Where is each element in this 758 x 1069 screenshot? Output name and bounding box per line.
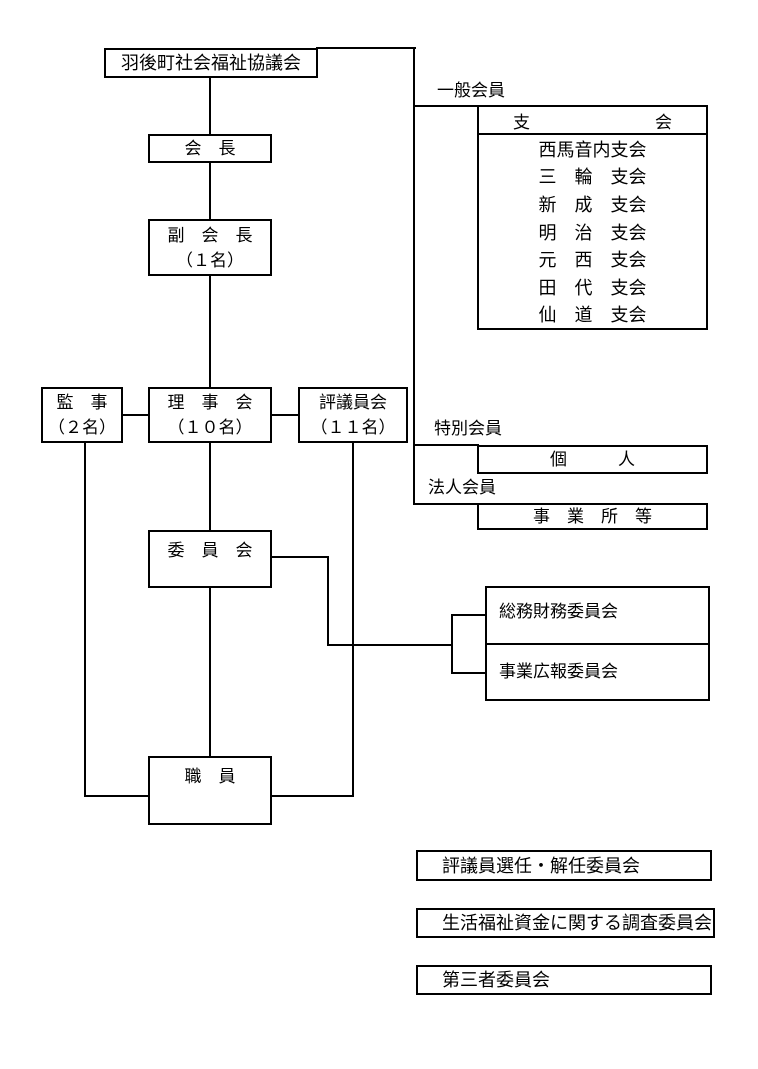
branch-rows: 西馬音内支会 三 輪 支会 新 成 支会 明 治 支会 元 西 支会 田 代 支… — [479, 135, 706, 328]
branch-header-right: 会 — [655, 112, 672, 132]
connector-chairman-vice — [209, 163, 211, 219]
connector-bracket-finance — [451, 614, 487, 616]
connector-trunk-to-individual — [414, 444, 479, 446]
connector-root-to-members-trunk — [316, 47, 416, 49]
board-label: 理 事 会 — [167, 393, 253, 412]
box-third-party-committee: 第三者委員会 — [416, 965, 712, 995]
connector-subcommittee-bracket — [451, 614, 453, 674]
box-individual-members: 個 人 — [477, 445, 708, 474]
branch-row: 明 治 支会 — [538, 222, 647, 243]
connector-vice-board — [209, 276, 211, 387]
box-committee: 委 員 会 — [148, 530, 272, 588]
box-board-of-directors: 理 事 会 （１０名） — [148, 387, 272, 443]
box-vice-chairman: 副 会 長 （１名） — [148, 219, 272, 276]
vice-chairman-count: （１名） — [176, 250, 244, 270]
connector-council-down — [352, 443, 354, 797]
connector-board-committee — [209, 443, 211, 530]
auditor-label: 監 事 — [56, 393, 108, 412]
label-general-members: 一般会員 — [437, 81, 505, 100]
connector-auditor-down — [84, 443, 86, 797]
connector-trunk-to-business-offices — [414, 503, 479, 505]
connector-board-council — [272, 414, 298, 416]
box-general-affairs-finance-committee: 総務財務委員会 — [487, 588, 708, 645]
branch-row: 西馬音内支会 — [538, 139, 647, 160]
box-staff: 職 員 — [148, 756, 272, 825]
connector-committee-right — [272, 556, 329, 558]
branch-row: 田 代 支会 — [538, 277, 647, 298]
branch-row: 元 西 支会 — [538, 250, 647, 271]
connector-council-staff — [272, 795, 354, 797]
box-chairman: 会 長 — [148, 134, 272, 163]
connector-auditor-staff — [84, 795, 148, 797]
branch-row: 新 成 支会 — [538, 194, 647, 215]
board-count: （１０名） — [167, 418, 253, 437]
box-council: 評議員会 （１１名） — [298, 387, 408, 443]
box-welfare-fund-survey-committee: 生活福祉資金に関する調査委員会 — [416, 908, 715, 938]
branch-row: 仙 道 支会 — [538, 305, 647, 326]
branch-row: 三 輪 支会 — [538, 167, 647, 188]
connector-bracket-pr — [451, 672, 487, 674]
box-business-offices: 事 業 所 等 — [477, 503, 708, 530]
branch-table: 支 会 西馬音内支会 三 輪 支会 新 成 支会 明 治 支会 元 西 支会 田… — [477, 105, 708, 330]
subcommittee-group: 総務財務委員会 事業広報委員会 — [485, 586, 710, 701]
box-auditor: 監 事 （２名） — [41, 387, 123, 443]
vice-chairman-label: 副 会 長 — [167, 225, 253, 245]
connector-committee-staff — [209, 588, 211, 756]
box-business-pr-committee: 事業広報委員会 — [499, 662, 618, 681]
auditor-count: （２名） — [48, 418, 116, 437]
branch-table-header: 支 会 — [479, 107, 706, 135]
connector-committee-down — [327, 556, 329, 646]
connector-trunk-to-branch-table — [414, 105, 479, 107]
label-special-members: 特別会員 — [434, 419, 502, 438]
council-label: 評議員会 — [319, 393, 387, 412]
box-root-organization: 羽後町社会福祉協議会 — [104, 48, 318, 78]
connector-committee-to-bracket — [327, 644, 453, 646]
connector-members-trunk — [413, 47, 415, 505]
label-corporate-members: 法人会員 — [428, 478, 496, 497]
connector-auditor-board — [123, 414, 148, 416]
council-count: （１１名） — [310, 418, 396, 437]
box-councillor-appointment-dismissal-committee: 評議員選任・解任委員会 — [416, 850, 712, 881]
connector-root-chairman — [209, 78, 211, 134]
branch-header-left: 支 — [513, 112, 530, 132]
